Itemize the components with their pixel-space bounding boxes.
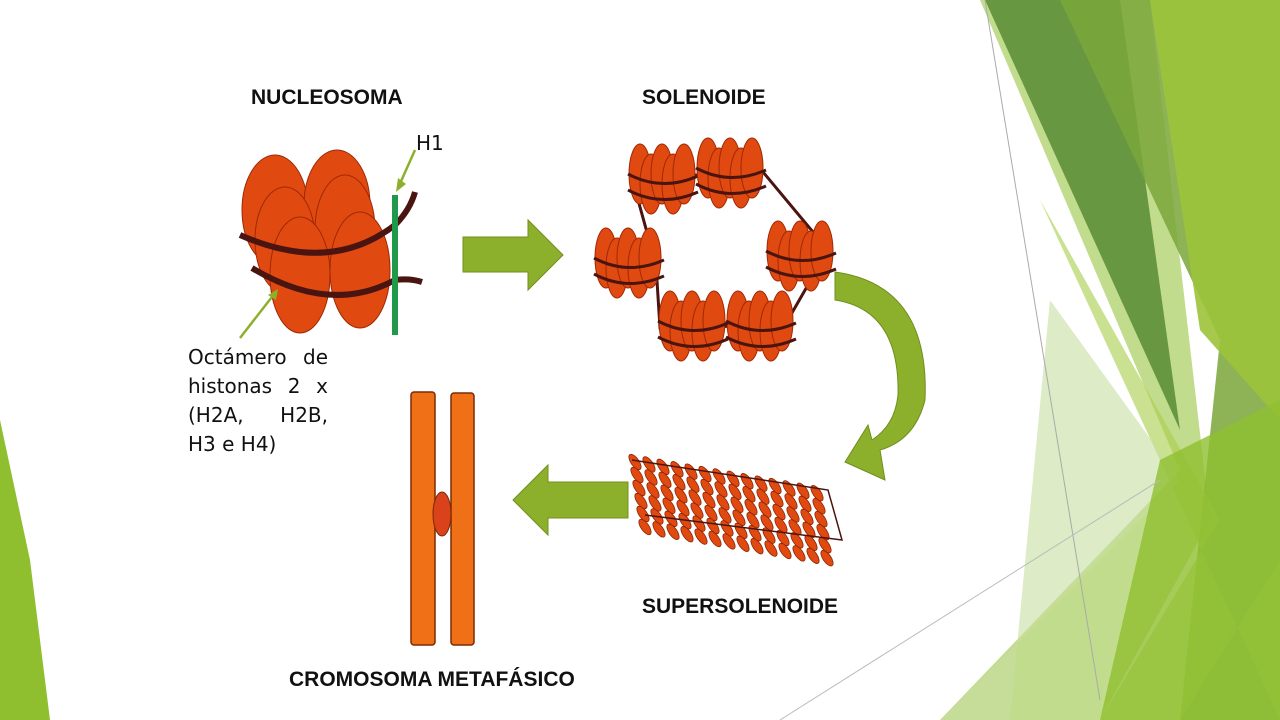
solenoid-disc [770,290,794,352]
supersolenoid-label: SUPERSOLENOIDE [642,595,839,618]
supersolenoid-disc [662,497,676,514]
supersolenoid-disc [644,469,658,486]
note-word: H3 e H4) [188,432,277,456]
arrow-to-chromosome [512,463,629,537]
solenoid-disc [740,137,764,199]
supersolenoid-disc [800,508,814,525]
supersolenoid-disc [748,525,762,542]
supersolenoid-disc [642,456,656,473]
supersolenoid-disc [806,547,820,564]
supersolenoid-disc [732,509,746,526]
supersolenoid-disc [728,483,742,500]
note-word: de [303,345,328,369]
supersolenoid-disc [694,528,708,545]
h1-label: H1 [416,131,444,155]
note-word: x [316,374,328,398]
curved-arrow-to-supersolenoid [834,271,926,481]
supersolenoid-disc [746,512,760,529]
supersolenoid-disc [692,515,706,532]
supersolenoid-disc [820,550,834,567]
supersolenoid-disc [658,471,672,488]
supersolenoid-disc [770,490,784,508]
supersolenoid-disc [762,527,776,544]
supersolenoid-disc [634,492,648,510]
supersolenoid-disc [688,489,702,506]
supersolenoid-disc [744,499,758,516]
supersolenoid-disc [760,514,774,531]
solenoid-disc [638,227,662,289]
supersolenoid-disc [776,529,790,547]
supersolenoid-disc [798,495,812,512]
supersolenoid-disc [672,474,686,491]
supersolenoid-disc [812,498,826,515]
solenoid-illustration [593,137,837,362]
supersolenoid-disc [678,513,692,530]
supersolenoid-disc [686,476,700,493]
note-word: H2B, [280,403,328,427]
supersolenoid-disc [648,495,662,512]
supersolenoid-disc [716,494,730,511]
supersolenoid-disc [628,453,642,471]
solenoid-disc [702,290,726,352]
supersolenoid-disc [708,530,722,548]
supersolenoid-disc [756,488,770,505]
supersolenoid-disc [792,545,806,562]
supersolenoid-disc [700,478,714,496]
supersolenoid-disc [660,484,674,501]
supersolenoid-disc [676,500,690,517]
supersolenoid-disc [784,493,798,510]
supersolenoid-disc [680,526,694,543]
supersolenoid-disc [636,505,650,523]
supersolenoid-disc [652,521,666,538]
supersolenoid-disc [632,479,646,497]
supersolenoid-disc [750,538,764,555]
supersolenoid-disc [638,518,652,536]
metaphase-chromosome-illustration [410,391,475,646]
nucleosome-label: NUCLEOSOMA [251,86,403,109]
nucleosome-illustration [238,149,423,339]
supersolenoid-disc [816,524,830,541]
supersolenoid-disc [810,485,824,502]
supersolenoid-disc [742,486,756,503]
supersolenoid-disc [704,504,718,522]
supersolenoid-disc [702,491,716,509]
solenoid-disc [672,143,696,205]
supersolenoid-disc [714,481,728,498]
metaphase-chromosome-label: CROMOSOMA METAFÁSICO [289,668,575,691]
supersolenoid-illustration [628,453,844,567]
supersolenoid-disc [778,542,792,560]
note-word: (H2A, [188,403,244,427]
supersolenoid-disc [666,523,680,540]
solenoid-disc [810,220,834,282]
note-word: histonas [188,374,273,398]
supersolenoid-disc [758,501,772,518]
supersolenoid-disc [796,482,810,499]
arrow-to-solenoid [462,218,564,292]
supersolenoid-disc [782,480,796,497]
supersolenoid-disc [764,540,778,557]
supersolenoid-disc [736,535,750,552]
supersolenoid-disc [630,466,644,484]
supersolenoid-disc [722,533,736,550]
supersolenoid-disc [646,482,660,499]
solenoid-label: SOLENOIDE [642,86,766,109]
supersolenoid-disc [690,502,704,519]
supersolenoid-disc [718,507,732,524]
supersolenoid-disc [814,511,828,528]
supersolenoid-disc [730,496,744,513]
supersolenoid-disc [674,487,688,504]
supersolenoid-disc [786,506,800,523]
note-word: Octámero [188,345,287,369]
note-word: 2 [287,374,301,398]
supersolenoid-disc [772,503,786,521]
